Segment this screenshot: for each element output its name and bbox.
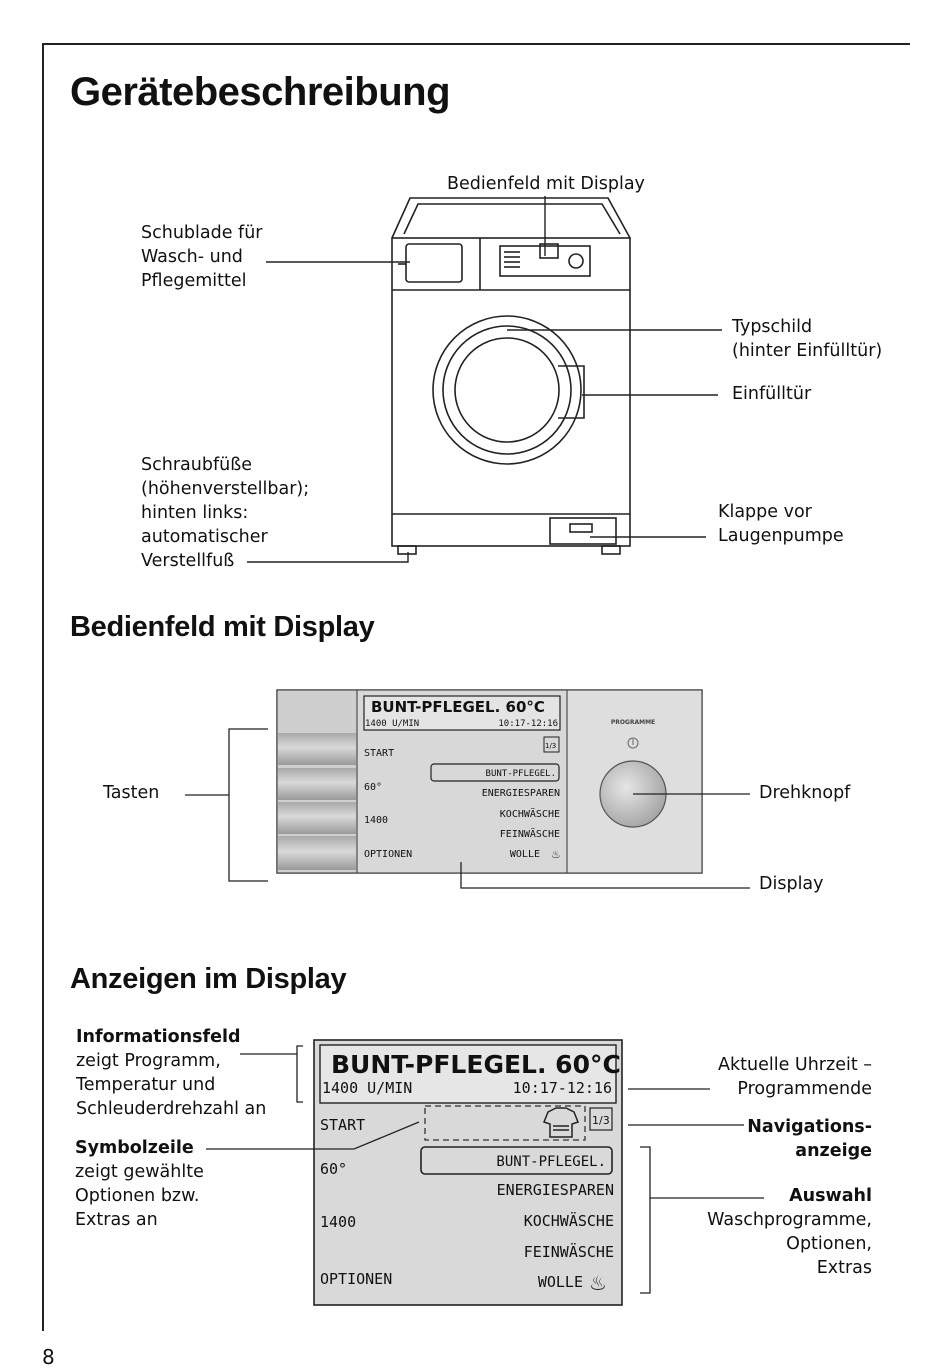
label-feet: Schraubfüße (höhenverstellbar); hinten l… [141, 455, 310, 571]
page-title: Gerätebeschreibung [70, 70, 451, 114]
label-selection-title: Auswahl [789, 1186, 872, 1206]
small-display-program-item: BUNT-PFLEGEL. [486, 769, 556, 779]
small-display-time: 10:17-12:16 [498, 719, 558, 729]
knob-caption: PROGRAMME [611, 719, 655, 726]
label-info-field-text: zeigt Programm, Temperatur und Schleuder… [76, 1051, 267, 1119]
display-speed: 1400 U/MIN [322, 1079, 412, 1097]
display-left-item: 1400 [320, 1213, 356, 1231]
small-display-program: BUNT-PFLEGEL. 60°C [371, 698, 545, 716]
small-display-program-item: FEINWÄSCHE [500, 827, 560, 840]
label-info-field: Informationsfeld zeigt Programm, Temperat… [76, 1025, 266, 1121]
wool-basin-icon: ♨ [589, 1271, 607, 1295]
label-symbol-line-title: Symbolzeile [75, 1138, 194, 1158]
small-display-left-item: OPTIONEN [364, 849, 412, 860]
display-program-item: WOLLE [538, 1273, 583, 1291]
section-title-control-panel: Bedienfeld mit Display [70, 611, 375, 643]
display-detail-illustration: BUNT-PFLEGEL. 60°C 1400 U/MIN 10:17-12:1… [206, 1039, 764, 1306]
display-left-item: OPTIONEN [320, 1270, 392, 1288]
page-number: 8 [42, 1345, 55, 1369]
display-left-item: START [320, 1116, 365, 1134]
small-display-speed: 1400 U/MIN [365, 719, 419, 729]
display-program-item: ENERGIESPAREN [497, 1181, 614, 1199]
page-frame-top [42, 43, 910, 45]
display-program-item: FEINWÄSCHE [524, 1242, 614, 1261]
page-frame-left [42, 43, 44, 1331]
label-rating-plate: Typschild (hinter Einfülltür) [732, 317, 883, 361]
control-panel-illustration: BUNT-PFLEGEL. 60°C 1400 U/MIN 10:17-12:1… [185, 689, 750, 889]
label-clock: Aktuelle Uhrzeit – Programmende [718, 1055, 872, 1099]
small-display-left-item: START [364, 748, 394, 759]
label-buttons: Tasten [103, 783, 160, 803]
display-program: BUNT-PFLEGEL. 60°C [331, 1050, 621, 1079]
shirt-icon [543, 1107, 579, 1138]
label-drawer: Schublade für Wasch- und Pflegemittel [141, 223, 263, 291]
label-selection-text: Waschprogramme, Optionen, Extras [707, 1210, 872, 1278]
washing-machine-illustration [391, 197, 631, 555]
display-left-item: 60° [320, 1160, 347, 1178]
small-display-page-indicator: 1/3 [545, 742, 556, 750]
label-control-panel: Bedienfeld mit Display [447, 174, 645, 194]
label-info-field-title: Informationsfeld [76, 1027, 241, 1047]
machine-leader-lines [247, 196, 722, 563]
label-navigation: Navigations- anzeige [747, 1117, 872, 1161]
label-symbol-line-text: zeigt gewählte Optionen bzw. Extras an [75, 1162, 204, 1230]
small-display-left-item: 1400 [364, 815, 388, 826]
display-program-item: KOCHWÄSCHE [524, 1211, 614, 1230]
label-door: Einfülltür [732, 384, 812, 404]
small-display-program-item: KOCHWÄSCHE [500, 807, 560, 820]
small-display-program-item: ENERGIESPAREN [482, 788, 560, 799]
label-knob: Drehknopf [759, 783, 851, 803]
display-time: 10:17-12:16 [513, 1079, 612, 1097]
section-title-display: Anzeigen im Display [70, 963, 347, 995]
label-symbol-line: Symbolzeile zeigt gewählte Optionen bzw. … [75, 1136, 204, 1232]
small-display-left-item: 60° [364, 782, 382, 793]
wool-basin-icon: ♨ [551, 848, 561, 861]
small-display-program-item: WOLLE [510, 849, 540, 860]
display-page-indicator: 1/3 [592, 1114, 610, 1127]
display-program-item: BUNT-PFLEGEL. [496, 1154, 606, 1170]
label-pump-flap: Klappe vor Laugenpumpe [718, 502, 844, 546]
label-display: Display [759, 874, 824, 894]
